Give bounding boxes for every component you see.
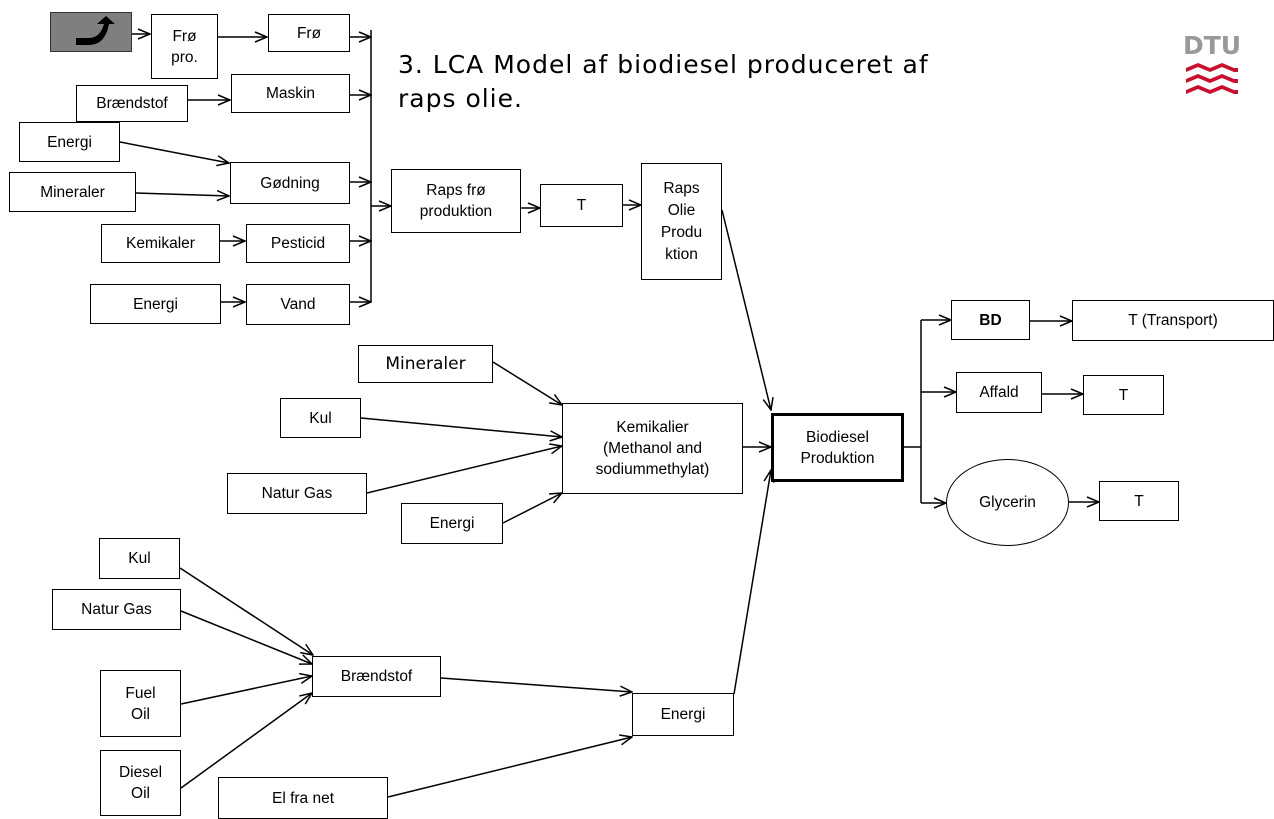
diagram-title: 3. LCA Model af biodiesel produceret af …	[398, 50, 929, 113]
node-t-1: T	[540, 184, 623, 227]
node-raps-olie-produktion: Raps Olie Produ ktion	[641, 163, 722, 280]
node-el-fra-net: El fra net	[218, 777, 388, 819]
return-button[interactable]	[50, 12, 132, 52]
dtu-logo-text: DTU	[1183, 32, 1241, 60]
return-arrow-icon	[76, 16, 115, 45]
node-mineraler-1: Mineraler	[9, 172, 136, 212]
node-natur-gas-2: Natur Gas	[52, 589, 181, 630]
node-energi-3: Energi	[401, 503, 503, 544]
node-fuel-oil: Fuel Oil	[100, 670, 181, 737]
node-fro: Frø	[268, 14, 350, 52]
node-bd: BD	[951, 300, 1030, 340]
node-t-3: T	[1099, 481, 1179, 521]
node-affald: Affald	[956, 372, 1042, 413]
node-kul-2: Kul	[99, 538, 180, 579]
node-mineraler-2: Mineraler	[358, 345, 493, 383]
node-glycerin: Glycerin	[946, 459, 1069, 546]
node-energi-4: Energi	[632, 693, 734, 736]
node-energi-2: Energi	[90, 284, 221, 324]
node-maskin: Maskin	[231, 74, 350, 113]
node-kul-1: Kul	[280, 398, 361, 438]
node-t-2: T	[1083, 375, 1164, 415]
node-kemikaler: Kemikaler	[101, 224, 220, 263]
dtu-logo: DTU	[1182, 32, 1242, 106]
node-vand: Vand	[246, 284, 350, 325]
node-kemikalier: Kemikalier (Methanol and sodiummethylat)	[562, 403, 743, 494]
node-braendstof-2: Brændstof	[312, 656, 441, 697]
node-braendstof-1: Brændstof	[76, 85, 188, 122]
node-fro-pro: Frø pro.	[151, 14, 218, 79]
node-natur-gas-1: Natur Gas	[227, 473, 367, 514]
node-biodiesel-produktion: Biodiesel Produktion	[771, 413, 904, 482]
node-godning: Gødning	[230, 162, 350, 204]
node-energi-1: Energi	[19, 122, 120, 162]
node-diesel-oil: Diesel Oil	[100, 750, 181, 816]
node-t-transport: T (Transport)	[1072, 300, 1274, 341]
node-pesticid: Pesticid	[246, 224, 350, 263]
node-raps-fro-produktion: Raps frø produktion	[391, 169, 521, 233]
